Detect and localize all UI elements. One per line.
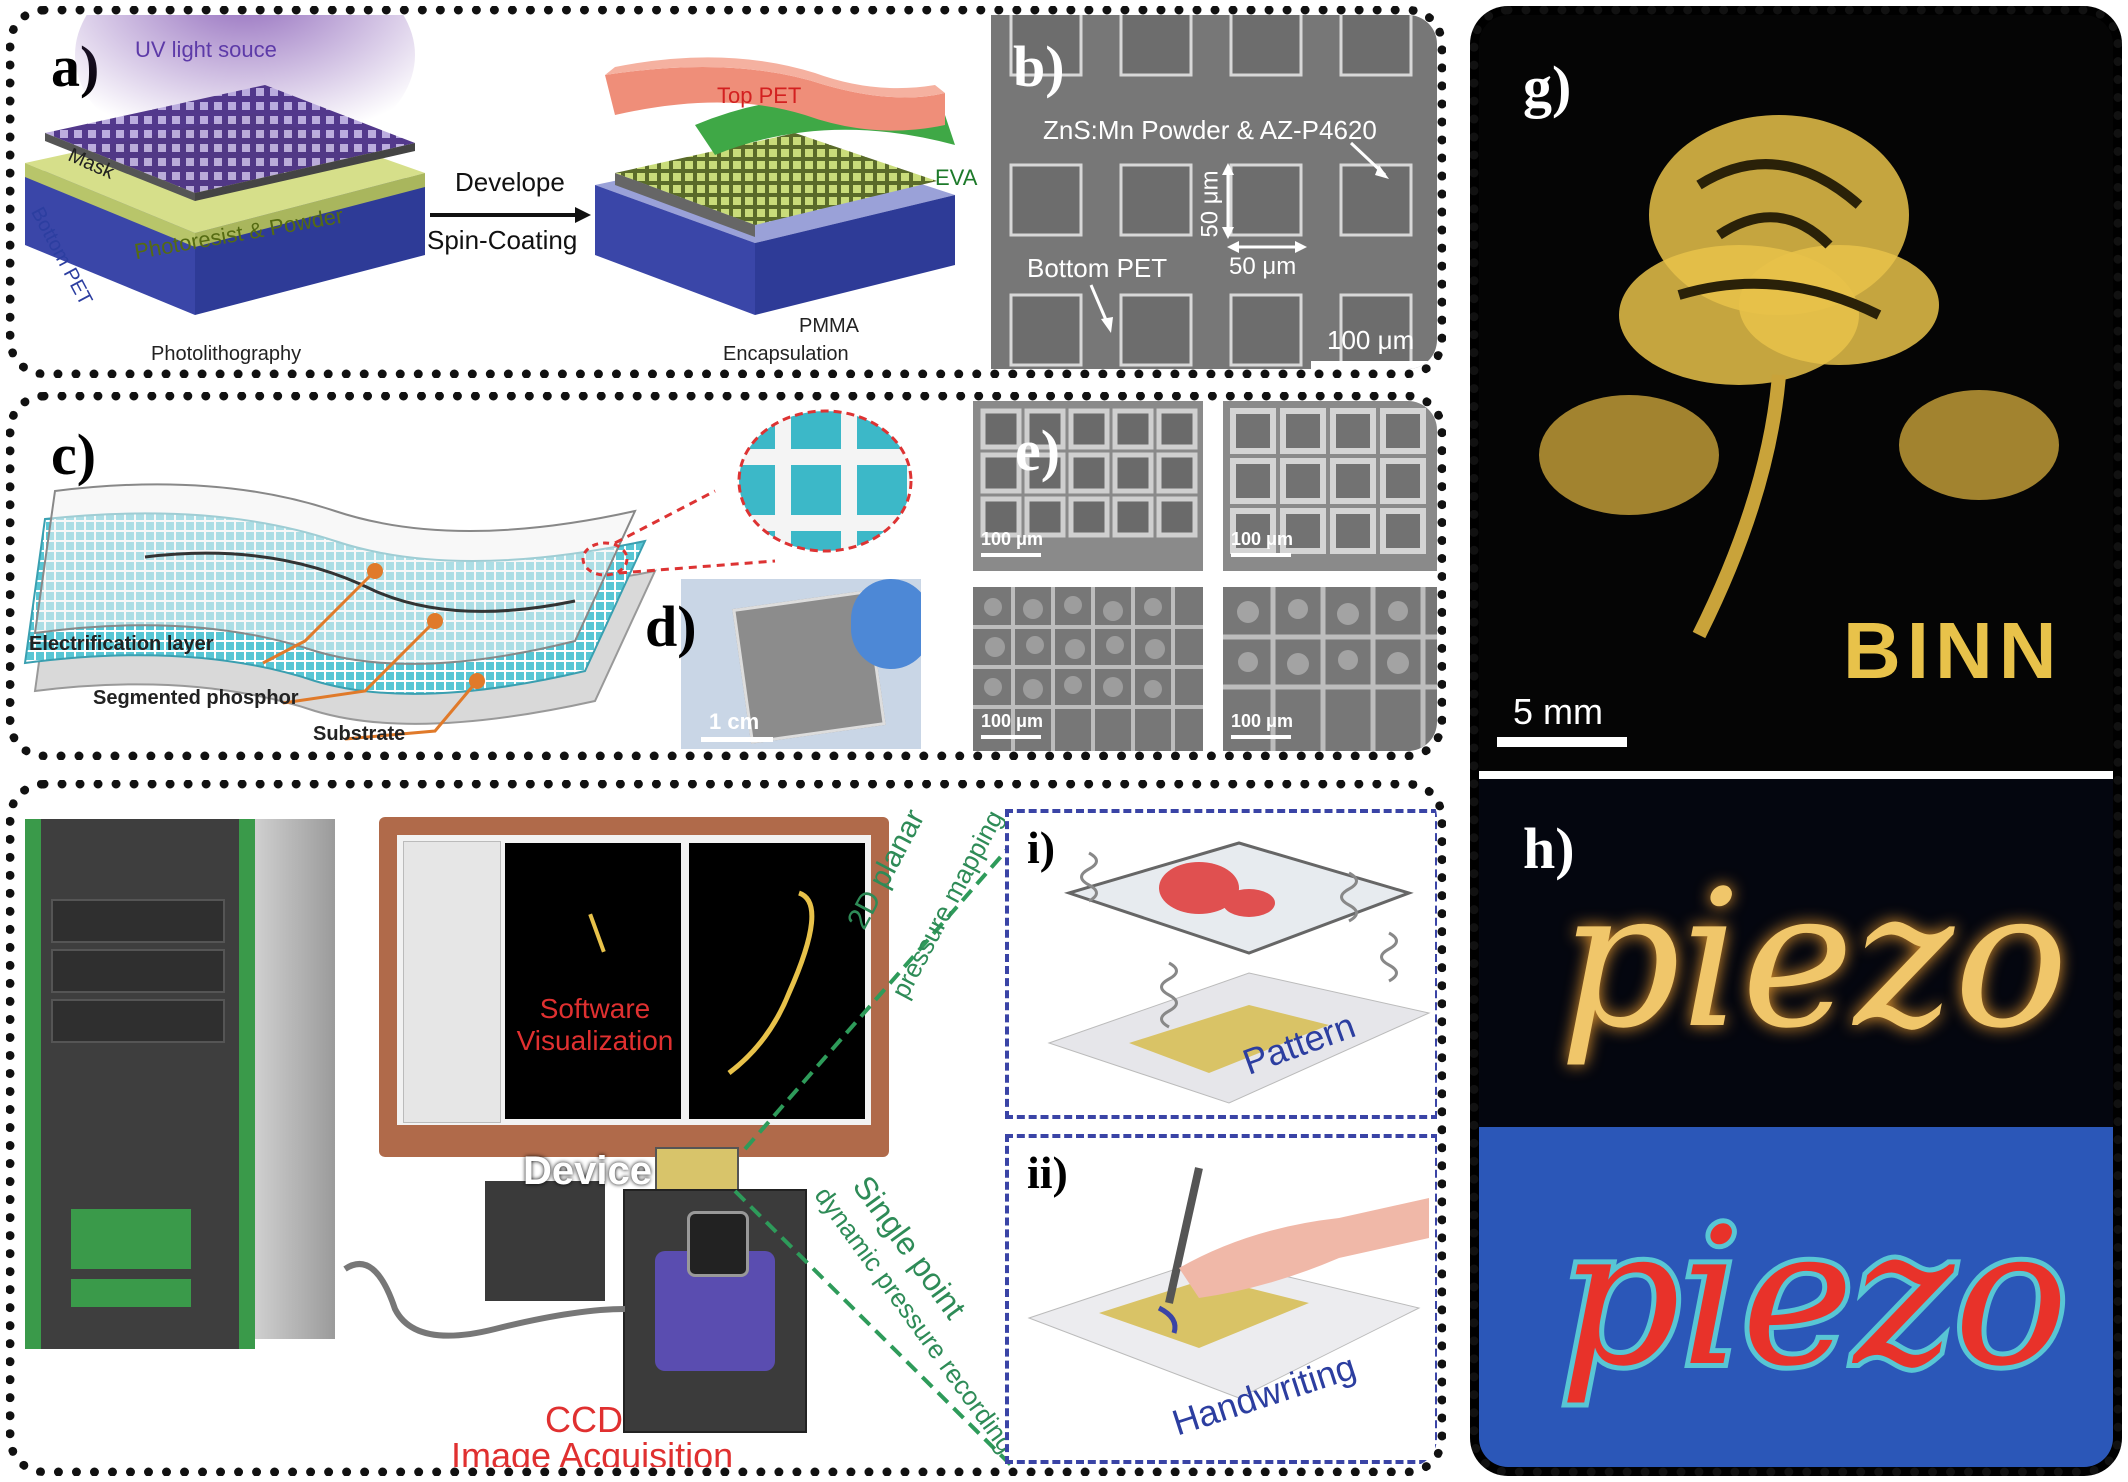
- drive-bay-1: [51, 899, 225, 943]
- uv-source-label: UV light souce: [135, 37, 277, 62]
- panel-d-photo: 1 cm: [681, 579, 921, 749]
- image-acquisition-label: Image Acquisition: [451, 1435, 734, 1476]
- develope-label: Develope: [455, 167, 565, 197]
- pc-tower: [25, 819, 255, 1349]
- software-sidebar: [403, 841, 501, 1123]
- encapsulation-stack: [595, 57, 955, 315]
- panel-e-scale-bar-1: [981, 553, 1041, 557]
- panel-b-sem-image: ZnS:Mn Powder & AZ-P4620 50 μm 50 μm Bot…: [991, 15, 1437, 369]
- spring-press-illustration: [1047, 841, 1431, 1104]
- sem-scale-bar: [1311, 361, 1437, 369]
- sem-annotation: ZnS:Mn Powder & AZ-P4620: [1043, 115, 1377, 145]
- panel-h-top: piezo: [1479, 779, 2113, 1127]
- panel-d-label: d): [645, 594, 697, 659]
- panel-e-scale-text-1: 100 μm: [981, 529, 1044, 549]
- panel-ii-label: ii): [1027, 1147, 1068, 1198]
- panel-e-scale-bar-3: [981, 735, 1041, 739]
- panel-d-scale-bar: [701, 737, 773, 742]
- panel-c-label: c): [51, 422, 97, 487]
- process-arrow: [430, 207, 591, 223]
- device-label: Device: [523, 1149, 652, 1193]
- sem-squares: [1009, 15, 1413, 367]
- panel-e-scale-bar-4: [1231, 735, 1291, 739]
- panel-b-label: b): [1013, 34, 1065, 99]
- panel-ab: a) UV light souce Mask Ph: [6, 6, 1446, 378]
- panel-h-label: h): [1523, 816, 1575, 881]
- spin-coating-label: Spin-Coating: [427, 225, 578, 255]
- rose-luminescence: [1539, 115, 2059, 639]
- panel-e-scale-bar-2: [1231, 553, 1291, 557]
- panel-i-label: i): [1027, 822, 1056, 873]
- photolithography-caption: Photolithography: [151, 343, 302, 365]
- panel-e-scale-text-4: 100 μm: [1231, 711, 1294, 731]
- panel-e-sem-1: 100 μm: [973, 401, 1203, 571]
- sem-grid-1: [980, 408, 1198, 538]
- monitor-base: [485, 1181, 605, 1301]
- panel-e-sem-3: 100 μm: [973, 587, 1203, 751]
- gh-divider: [1479, 771, 2113, 779]
- panel-g-image: BINN 5 mm: [1479, 15, 2113, 771]
- sem-grid-2: [1230, 408, 1426, 554]
- panel-e-sem-2: 100 μm: [1223, 401, 1437, 571]
- encapsulation-caption: Encapsulation: [723, 343, 849, 365]
- sem-dim-vertical: 50 μm: [1196, 170, 1224, 238]
- panel-e-label: e): [1015, 418, 1061, 483]
- sem-bottom-pet-label: Bottom PET: [1027, 253, 1168, 283]
- eva-label: EVA: [935, 165, 978, 190]
- panel-g-scale-bar: [1497, 737, 1627, 747]
- panel-g-label: g): [1523, 54, 1572, 119]
- layered-phosphor-diagram: [23, 483, 776, 741]
- piezo-glow-text: piezo: [1559, 849, 2069, 1070]
- panel-cde: c) Electrification layer Segmented phosp…: [6, 392, 1446, 760]
- piezo-map-text: piezo: [1554, 1182, 2073, 1413]
- panel-e-scale-text-3: 100 μm: [981, 711, 1044, 731]
- display-right: [689, 843, 865, 1119]
- display-left: Software Visualization: [505, 843, 681, 1119]
- handwriting-illustration: [1027, 1167, 1429, 1399]
- panel-i: i) Pattern: [1005, 809, 1437, 1119]
- panel-f: f) Software Visualization Device: [6, 780, 1446, 1476]
- ccd-lens: [687, 1211, 749, 1277]
- power-panel: [71, 1209, 191, 1269]
- sem-dim-horizontal: 50 μm: [1229, 253, 1297, 280]
- panel-e-scale-text-2: 100 μm: [1231, 529, 1294, 549]
- monitor: Software Visualization: [379, 817, 889, 1157]
- top-pet-label: Top PET: [717, 83, 802, 108]
- glove: [851, 579, 921, 669]
- drive-bay-3: [51, 999, 225, 1043]
- pmma-label: PMMA: [799, 315, 859, 337]
- monitor-screen: Software Visualization: [397, 835, 871, 1125]
- device-pad: [655, 1147, 739, 1191]
- photolithography-stack: [25, 85, 425, 315]
- segmented-phosphor-label: Segmented phosphor: [93, 687, 299, 709]
- panel-g-scale-text: 5 mm: [1513, 691, 1603, 732]
- electrification-layer-label: Electrification layer: [29, 633, 214, 655]
- pc-tower-side: [255, 819, 335, 1339]
- sem-rough-3: [973, 587, 1203, 751]
- binn-text: BINN: [1843, 606, 2063, 695]
- ccd-label: CCD: [545, 1399, 623, 1440]
- panel-gh: BINN 5 mm g) piezo h) piezo: [1470, 6, 2122, 1476]
- substrate-label: Substrate: [313, 723, 406, 745]
- zoom-inset: [737, 409, 913, 553]
- software-visualization-label: Software Visualization: [516, 993, 674, 1056]
- sem-rough-4: [1223, 587, 1437, 751]
- drive-bay-2: [51, 949, 225, 993]
- panel-h-bottom: piezo: [1479, 1127, 2113, 1467]
- sem-scale-text: 100 μm: [1327, 325, 1415, 355]
- panel-e-sem-4: 100 μm: [1223, 587, 1437, 751]
- stroke-right: [727, 890, 815, 1075]
- usb-panel: [71, 1279, 191, 1307]
- panel-ii: ii) Handwriting: [1005, 1134, 1437, 1464]
- panel-d-scale-text: 1 cm: [709, 709, 760, 734]
- cable: [343, 827, 1027, 1467]
